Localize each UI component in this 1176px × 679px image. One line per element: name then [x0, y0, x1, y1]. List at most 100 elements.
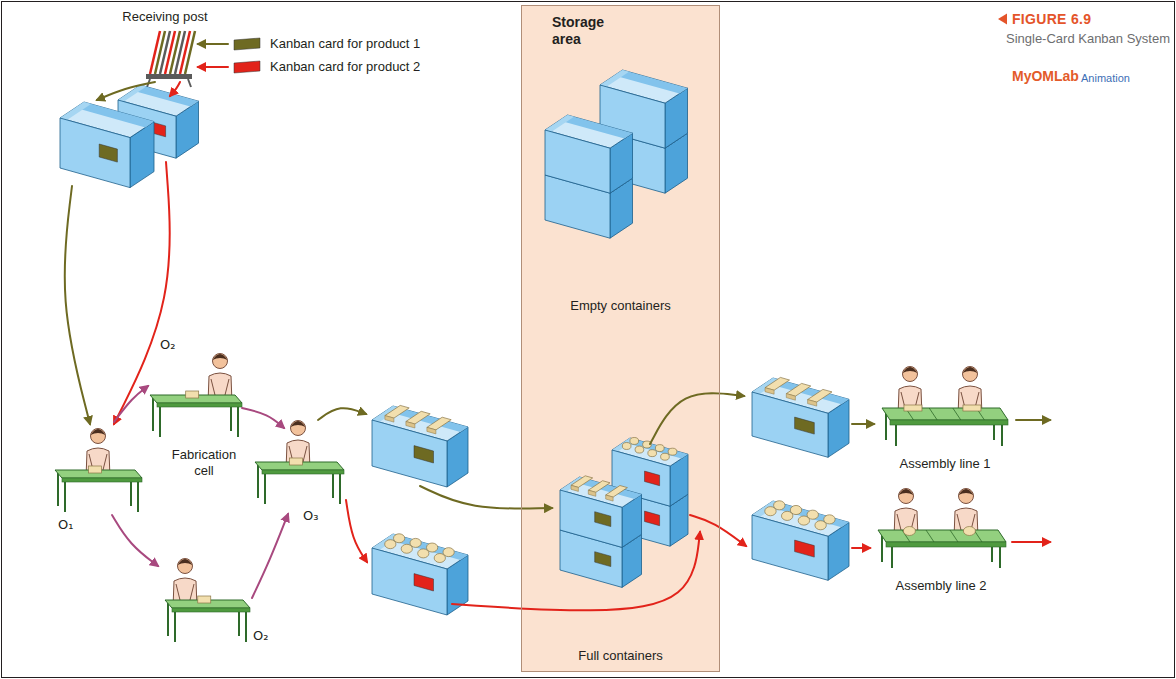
worker-hair	[291, 421, 306, 427]
container	[752, 377, 849, 457]
container	[752, 501, 849, 581]
conveyor-top	[882, 408, 1008, 420]
flow-arrow	[112, 515, 158, 566]
post-foot	[188, 79, 191, 87]
worker-head	[903, 367, 918, 382]
flow-arrow	[252, 514, 288, 598]
part-bar	[765, 377, 790, 390]
part-bar-edge	[406, 422, 415, 429]
figure-caption: Single-Card Kanban System	[1006, 31, 1170, 47]
part-ball	[434, 554, 445, 563]
table-edge	[157, 403, 242, 407]
table-leg	[159, 407, 161, 437]
worker-hair	[178, 559, 193, 565]
table-leg	[64, 482, 66, 512]
conveyor-edge	[890, 420, 1008, 425]
flow-arrow	[198, 66, 228, 68]
figure-pointer	[998, 14, 1007, 25]
flow-arrow	[318, 408, 366, 420]
line-label: Assembly line 1	[878, 456, 1012, 472]
part-ball	[655, 445, 664, 452]
container-inner-wall	[545, 115, 574, 132]
part-ball	[635, 446, 644, 453]
container-front	[560, 490, 622, 547]
worker-head	[291, 421, 306, 436]
container-front	[372, 420, 447, 487]
part-ball	[661, 453, 670, 460]
table-leg	[137, 482, 139, 512]
part-bar	[406, 411, 430, 424]
conveyor-leg	[881, 534, 883, 562]
worker-hair	[899, 489, 914, 495]
part-ball	[963, 527, 975, 536]
part-bar-edge	[606, 495, 613, 501]
assembly-conveyor	[882, 405, 1008, 446]
card-slot	[185, 31, 195, 74]
kanban-card	[99, 144, 117, 162]
conveyor-segment	[926, 530, 934, 542]
brand-label: Animation	[1081, 72, 1130, 85]
flow-arrow	[852, 547, 870, 549]
operation-label: O₂	[160, 337, 175, 353]
worker-hair	[213, 354, 228, 360]
kanban-card	[414, 446, 434, 463]
kanban-card-sample	[234, 61, 260, 73]
worker-head	[899, 489, 914, 504]
kanban-card	[645, 471, 660, 486]
container-front	[545, 130, 610, 193]
card-slot	[170, 31, 180, 74]
assembly-conveyor	[878, 527, 1006, 569]
station-label: Receiving post	[113, 9, 217, 25]
legend-swatch	[232, 60, 262, 74]
part-bar-edge	[571, 485, 578, 491]
card-slot	[165, 31, 175, 74]
part-ball	[903, 527, 915, 536]
worker-head	[213, 354, 228, 369]
container	[545, 115, 633, 193]
conveyor-edge	[886, 542, 1006, 547]
post-base	[146, 74, 192, 79]
flow-arrow	[114, 162, 170, 424]
worker-head	[91, 429, 106, 444]
part-bar-edge	[427, 427, 436, 434]
kanban-card-sample	[234, 38, 260, 50]
part-ball	[418, 549, 429, 558]
part-bar-edge	[588, 490, 596, 496]
flow-arrow	[1012, 541, 1050, 543]
work-table	[150, 391, 242, 437]
table-leg	[237, 407, 239, 437]
flow-arrow	[690, 515, 746, 546]
conveyor-leg	[999, 547, 1001, 568]
worker-hair	[963, 367, 978, 373]
part-bar	[808, 389, 832, 402]
table-leg	[264, 474, 266, 504]
worker-arms	[211, 379, 229, 395]
part-bar	[427, 417, 451, 430]
kanban-card	[595, 512, 611, 527]
worker-arms	[176, 584, 194, 600]
conveyor-leg	[895, 425, 897, 446]
receiving-post	[146, 31, 195, 87]
flow-arrow	[65, 186, 90, 424]
container	[560, 476, 642, 548]
operation-label: O₃	[303, 508, 318, 524]
work-table	[165, 596, 250, 642]
part-ball	[798, 516, 809, 525]
table-leg	[152, 398, 154, 431]
container-front	[372, 548, 447, 615]
legend-entry: Kanban card for product 2	[232, 59, 420, 75]
worker-hair	[91, 429, 106, 435]
flow-arrow	[420, 486, 552, 509]
work-piece	[186, 391, 199, 398]
container-front	[60, 118, 130, 188]
part-ball	[781, 511, 792, 520]
container	[372, 405, 468, 487]
part-bar-edge	[385, 416, 394, 423]
part-bar	[588, 481, 610, 493]
table-leg	[167, 603, 169, 636]
work-table	[55, 466, 142, 512]
work-table	[255, 458, 344, 504]
